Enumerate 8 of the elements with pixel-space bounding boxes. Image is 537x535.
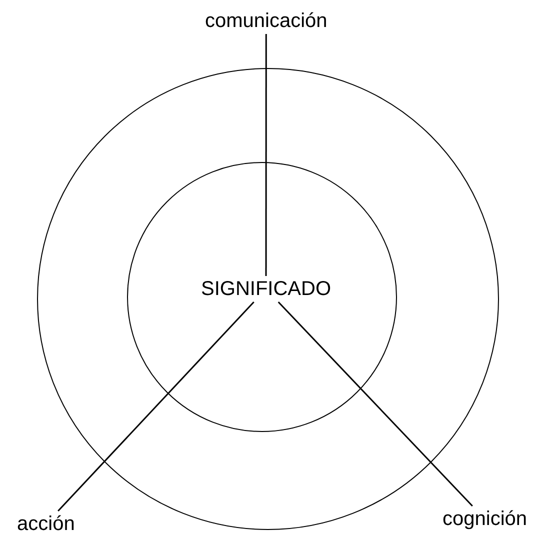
connector-line — [278, 301, 473, 507]
center-label: SIGNIFICADO — [201, 278, 332, 300]
connector-line — [58, 301, 254, 512]
inner-circle — [126, 162, 396, 432]
axis-label: acción — [17, 513, 75, 535]
connector-line — [265, 34, 267, 276]
axis-label: cognición — [442, 508, 528, 530]
axis-label: comunicación — [205, 10, 328, 32]
